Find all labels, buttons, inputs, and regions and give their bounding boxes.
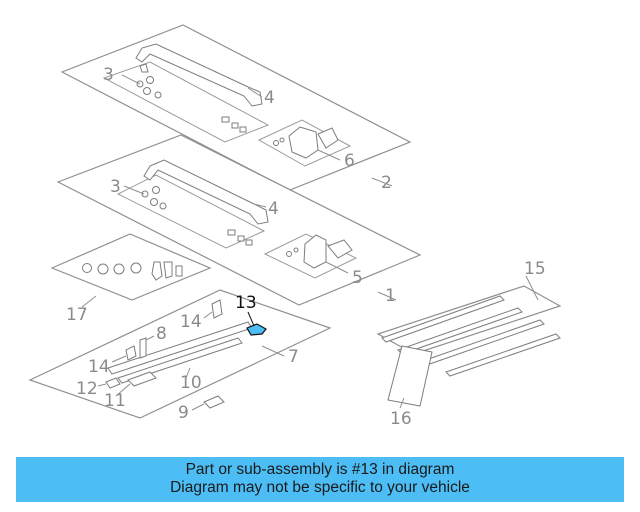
assembly-2-plate [60, 24, 412, 191]
assembly-17-plate [50, 233, 212, 301]
callout-12: 12 [76, 379, 98, 399]
banner-line-part: Part or sub-assembly is #13 in diagram [185, 461, 455, 478]
callout-1: 1 [385, 286, 396, 306]
callout-4-upper: 4 [264, 88, 275, 108]
parts-diagram: 3 4 6 2 3 4 5 1 17 13 14 8 14 12 11 10 9… [28, 24, 562, 429]
callout-8: 8 [156, 324, 167, 344]
callout-11: 11 [104, 391, 126, 411]
callout-4-lower: 4 [268, 199, 279, 219]
callout-6: 6 [344, 151, 355, 171]
assembly-15-moldings [376, 285, 562, 407]
leader-lines [81, 74, 539, 411]
callout-7: 7 [288, 347, 299, 367]
banner-line-disclaimer: Diagram may not be specific to your vehi… [170, 479, 470, 496]
info-banner: Part or sub-assembly is #13 in diagram D… [16, 457, 624, 502]
callout-5: 5 [352, 268, 363, 288]
callout-3-lower: 3 [110, 177, 121, 197]
callout-3-upper: 3 [103, 65, 114, 85]
callout-14-upper: 14 [180, 312, 202, 332]
callout-13: 13 [235, 293, 257, 313]
callout-2: 2 [381, 173, 392, 193]
assembly-1-plate [56, 134, 422, 306]
callout-15: 15 [524, 259, 546, 279]
callout-9: 9 [178, 403, 189, 423]
part-13-highlight [246, 323, 267, 336]
callout-16: 16 [390, 409, 412, 429]
callout-17: 17 [66, 305, 88, 325]
assembly-7-plate [28, 289, 332, 419]
callout-14-lower: 14 [88, 357, 110, 377]
callout-10: 10 [180, 373, 202, 393]
